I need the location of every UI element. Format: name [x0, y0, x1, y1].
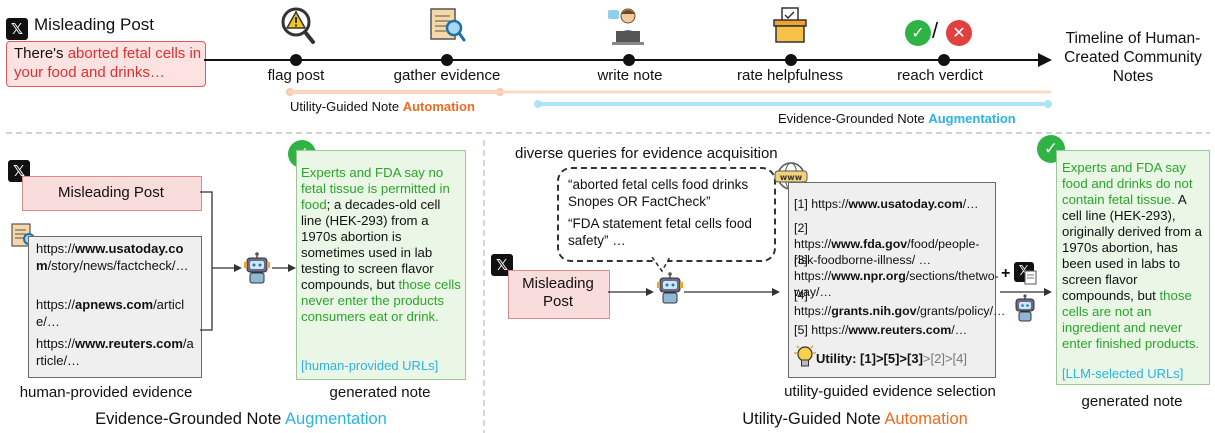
- globe-www-icon: www: [774, 162, 808, 190]
- stage-gather-evidence: gather evidence: [393, 67, 501, 84]
- lightbulb-icon: [794, 345, 816, 367]
- misleading-post-label-right: Misleading Post: [522, 275, 594, 310]
- robot-icon: [1015, 294, 1035, 322]
- evidence-range-label: Evidence-Grounded Note Augmentation: [778, 111, 1016, 126]
- ballot-box-icon: [773, 7, 807, 43]
- section-title-left: Evidence-Grounded Note Augmentation: [95, 410, 387, 428]
- utility-ranking: Utility: [1]>[5]>[3]>[2]>[4]: [816, 351, 967, 366]
- x-logo-icon: 𝕏: [6, 18, 28, 40]
- document-stack-icon: [1024, 270, 1037, 285]
- stage-write-note: write note: [597, 67, 663, 84]
- plus-sign: +: [1001, 265, 1011, 282]
- candidate-url-4[interactable]: [4] https://grants.nih.gov/grants/policy…: [794, 288, 1006, 318]
- document-search-icon: [430, 8, 466, 42]
- timeline-dot-verdict: [938, 54, 950, 66]
- utility-range-label: Utility-Guided Note Automation: [290, 99, 475, 114]
- misleading-post-text: There's aborted fetal cells in your food…: [14, 45, 202, 81]
- generated-note-text-left: Experts and FDA say no fetal tissue is p…: [301, 165, 461, 324]
- candidate-url-2[interactable]: [2] https://www.fda.gov/food/people-risk…: [794, 221, 980, 267]
- cross-circle-icon: ✕: [946, 20, 972, 46]
- warning-magnifier-icon: [281, 7, 315, 44]
- misleading-post-box: [6, 41, 206, 87]
- human-urls-tag: [human-provided URLs]: [301, 358, 439, 373]
- robot-icon: [244, 252, 270, 284]
- human-evidence-box: [28, 236, 202, 378]
- generated-note-box-left: [296, 150, 466, 380]
- x-logo-icon: 𝕏: [491, 254, 513, 276]
- generated-note-caption-right: generated note: [1081, 393, 1183, 410]
- verdict-separator: /: [932, 18, 939, 43]
- evidence-caption-left: human-provided evidence: [19, 384, 193, 401]
- robot-icon: [657, 272, 683, 304]
- llm-urls-tag: [LLM-selected URLs]: [1062, 366, 1184, 381]
- human-url-2[interactable]: https://apnews.com/article/…: [36, 297, 185, 329]
- section-title-right: Utility-Guided Note Automation: [742, 410, 968, 428]
- generated-note-text-right: Experts and FDA say food and drinks do n…: [1062, 160, 1202, 351]
- timeline-dot-gather: [441, 54, 453, 66]
- timeline-dot-flag: [290, 54, 302, 66]
- misleading-post-title: Misleading Post: [34, 15, 155, 34]
- right-connector-arrows: [608, 288, 1052, 296]
- timeline-title: Timeline of Human-Created Community Note…: [1064, 30, 1202, 85]
- query-2: “FDA statement fetal cells food safety” …: [568, 216, 752, 248]
- candidate-url-5[interactable]: [5] https://www.reuters.com/…: [794, 323, 968, 337]
- generated-note-caption-left: generated note: [329, 384, 431, 401]
- generated-note-box-right: [1056, 150, 1210, 385]
- misleading-post-label-left: Misleading Post: [58, 184, 164, 201]
- check-circle-icon: ✓: [905, 20, 931, 46]
- selection-caption: utility-guided evidence selection: [784, 383, 996, 400]
- human-url-1[interactable]: https://www.usatoday.com/story/news/fact…: [36, 241, 189, 273]
- human-url-3[interactable]: https://www.reuters.com/article/…: [36, 336, 194, 368]
- left-connector-arrows: [200, 191, 296, 331]
- stage-reach-verdict: reach verdict: [897, 67, 983, 84]
- stage-rate-helpfulness: rate helpfulness: [737, 67, 843, 84]
- timeline-dot-write: [623, 54, 635, 66]
- query-1: “aborted fetal cells food drinks Snopes …: [568, 177, 749, 209]
- www-label: www: [780, 173, 803, 182]
- candidate-urls-box: [788, 182, 996, 378]
- bubble-tail: [651, 257, 671, 273]
- candidate-url-1[interactable]: [1] https://www.usatoday.com/…: [794, 197, 979, 211]
- stage-flag-post: flag post: [267, 67, 325, 84]
- queries-title: diverse queries for evidence acquisition: [515, 145, 778, 162]
- misleading-post-box-right: [508, 270, 610, 319]
- person-laptop-icon: [608, 8, 644, 45]
- timeline-dot-rate: [785, 54, 797, 66]
- candidate-url-3[interactable]: [3] https://www.npr.org/sections/thetwo-…: [794, 253, 999, 299]
- misleading-post-box-left: [22, 176, 202, 211]
